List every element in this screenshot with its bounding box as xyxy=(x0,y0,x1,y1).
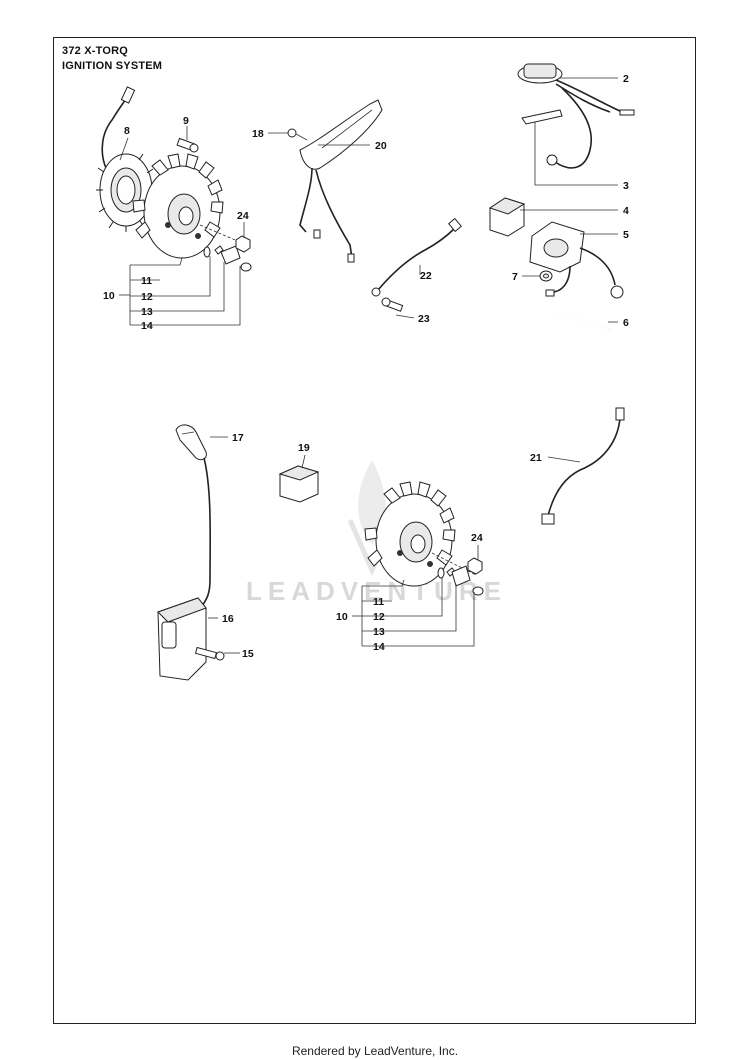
diagram-frame xyxy=(53,37,696,1024)
callout-18[interactable]: 18 xyxy=(252,128,264,140)
flywheel-2[interactable] xyxy=(364,481,477,587)
callout-8[interactable]: 8 xyxy=(124,125,130,137)
callout-14-group-2[interactable]: 14 xyxy=(373,641,385,653)
part-23-screw[interactable] xyxy=(381,297,404,312)
callout-13-group-1[interactable]: 13 xyxy=(141,306,153,318)
part-6-tube[interactable] xyxy=(555,315,611,331)
part-16-ignition-coil[interactable] xyxy=(157,597,207,681)
callout-2[interactable]: 2 xyxy=(623,73,629,85)
callout-10-group-1[interactable]: 10 xyxy=(103,290,115,302)
part-4-switch[interactable] xyxy=(488,197,526,237)
model-title: 372 X-TORQ xyxy=(62,45,128,57)
callout-12-group-1[interactable]: 12 xyxy=(141,291,153,303)
callout-9[interactable]: 9 xyxy=(183,115,189,127)
part-19-switch[interactable] xyxy=(278,465,320,503)
part-2-module[interactable] xyxy=(517,63,635,169)
part-9-screw[interactable] xyxy=(176,137,199,153)
callout-21[interactable]: 21 xyxy=(530,452,542,464)
leader-lines xyxy=(119,77,618,654)
callout-11-group-2[interactable]: 11 xyxy=(373,596,384,608)
callout-5[interactable]: 5 xyxy=(623,229,629,241)
part-3-bracket[interactable] xyxy=(521,109,563,125)
callout-10-group-2[interactable]: 10 xyxy=(336,611,348,623)
callout-4[interactable]: 4 xyxy=(623,205,629,217)
callout-19[interactable]: 19 xyxy=(298,442,310,454)
callout-13-group-2[interactable]: 13 xyxy=(373,626,385,638)
callout-11-group-1[interactable]: 11 xyxy=(141,275,152,287)
callout-23[interactable]: 23 xyxy=(418,313,430,325)
callout-15[interactable]: 15 xyxy=(242,648,254,660)
callout-17[interactable]: 17 xyxy=(232,432,244,444)
callout-3[interactable]: 3 xyxy=(623,180,629,192)
part-20-shield[interactable] xyxy=(287,99,383,263)
callout-6[interactable]: 6 xyxy=(623,317,629,329)
group-2-small-parts[interactable] xyxy=(437,557,484,596)
callout-labels: 2 3 4 5 6 7 8 9 24 10 11 12 13 14 18 20 … xyxy=(103,73,629,660)
rendered-by-footer: Rendered by LeadVenture, Inc. xyxy=(291,1044,459,1058)
part-7-grommet[interactable] xyxy=(539,270,553,282)
flywheel-1[interactable] xyxy=(132,153,241,259)
part-21-wire[interactable] xyxy=(541,407,625,525)
callout-14-group-1[interactable]: 14 xyxy=(141,320,153,332)
callout-22[interactable]: 22 xyxy=(420,270,432,282)
callout-24-group-2[interactable]: 24 xyxy=(471,532,483,544)
group-1-small-parts[interactable] xyxy=(203,235,252,272)
part-17-plug-cap[interactable] xyxy=(175,424,207,461)
part-22-wire[interactable] xyxy=(371,217,462,297)
callout-16[interactable]: 16 xyxy=(222,613,234,625)
callout-12-group-2[interactable]: 12 xyxy=(373,611,385,623)
section-title: IGNITION SYSTEM xyxy=(62,60,163,72)
callout-24-group-1[interactable]: 24 xyxy=(237,210,249,222)
high-tension-lead xyxy=(201,457,212,607)
part-15-screw[interactable] xyxy=(194,646,225,661)
callout-20[interactable]: 20 xyxy=(375,140,387,152)
callout-7[interactable]: 7 xyxy=(512,271,518,283)
part-5-ignition-module[interactable] xyxy=(529,221,624,299)
